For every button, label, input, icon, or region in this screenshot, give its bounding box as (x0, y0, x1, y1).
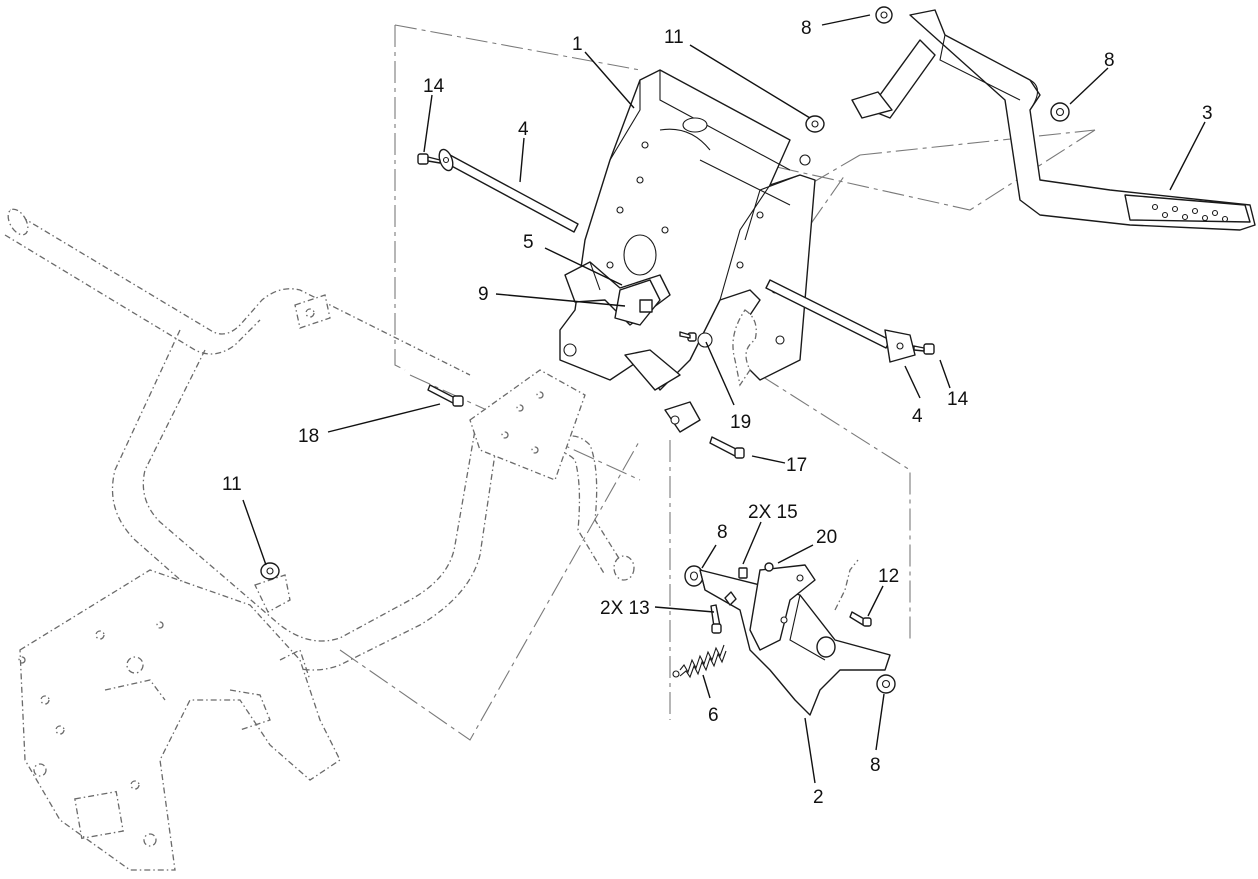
callout-2x13: 2X 13 (600, 598, 650, 619)
callout-18: 18 (298, 426, 319, 447)
callout-6: 6 (708, 705, 719, 726)
bushing-part-8-top (875, 6, 893, 24)
bushing-part-8-bottom (876, 674, 896, 694)
bolt-part-14-right (913, 343, 935, 355)
callout-8-top: 8 (801, 18, 812, 39)
callout-2x15: 2X 15 (748, 502, 798, 523)
callout-12: 12 (878, 566, 899, 587)
drive-pedal-part-3 (851, 9, 1256, 231)
callout-2: 2 (813, 787, 824, 808)
callout-19: 19 (730, 412, 751, 433)
callout-8-right: 8 (1104, 50, 1115, 71)
bolt-part-13 (710, 604, 722, 634)
bushing-part-8-right (1050, 102, 1070, 122)
pivot-pin-part-4-lower (765, 279, 916, 363)
callout-14-right: 14 (947, 389, 969, 410)
callout-17: 17 (786, 455, 807, 476)
callout-4-upper: 4 (518, 119, 529, 140)
callout-5: 5 (523, 232, 534, 253)
spring-part-6 (672, 644, 727, 679)
bolt-part-19 (679, 331, 697, 342)
bolt-part-17 (709, 436, 745, 459)
pin-part-15 (724, 567, 748, 606)
callout-11-top: 11 (664, 27, 684, 48)
callout-20: 20 (816, 527, 837, 548)
bushing-part-8-left (684, 565, 704, 587)
screw-part-12 (849, 611, 872, 627)
pedal-bracket-part-1 (559, 69, 816, 391)
switch-part-9 (614, 279, 661, 326)
nut-part-11-left (260, 562, 280, 580)
nut-part-11-top (805, 115, 825, 133)
callout-3: 3 (1202, 103, 1213, 124)
callout-8-left: 8 (717, 522, 728, 543)
callout-8-bottom: 8 (870, 755, 881, 776)
callout-4-lower: 4 (912, 406, 923, 427)
washer-part-20 (764, 562, 774, 572)
leader-lines (242, 14, 1206, 784)
callout-11-left: 11 (222, 474, 242, 495)
callout-9: 9 (478, 284, 489, 305)
lower-bracket-tabs (624, 349, 701, 433)
callout-14-left: 14 (423, 76, 445, 97)
bolt-part-18 (427, 384, 464, 407)
callout-1: 1 (572, 34, 583, 55)
callout-labels: 1 11 14 4 8 8 3 5 9 19 4 14 17 18 11 2X … (222, 18, 1213, 808)
tractor-frame-ghost (4, 208, 635, 871)
lower-pedal-part-2 (699, 564, 891, 716)
pivot-pin-part-4-upper (438, 148, 579, 233)
spring-detail-ghost (834, 559, 859, 611)
bolt-part-14-left (417, 153, 441, 165)
